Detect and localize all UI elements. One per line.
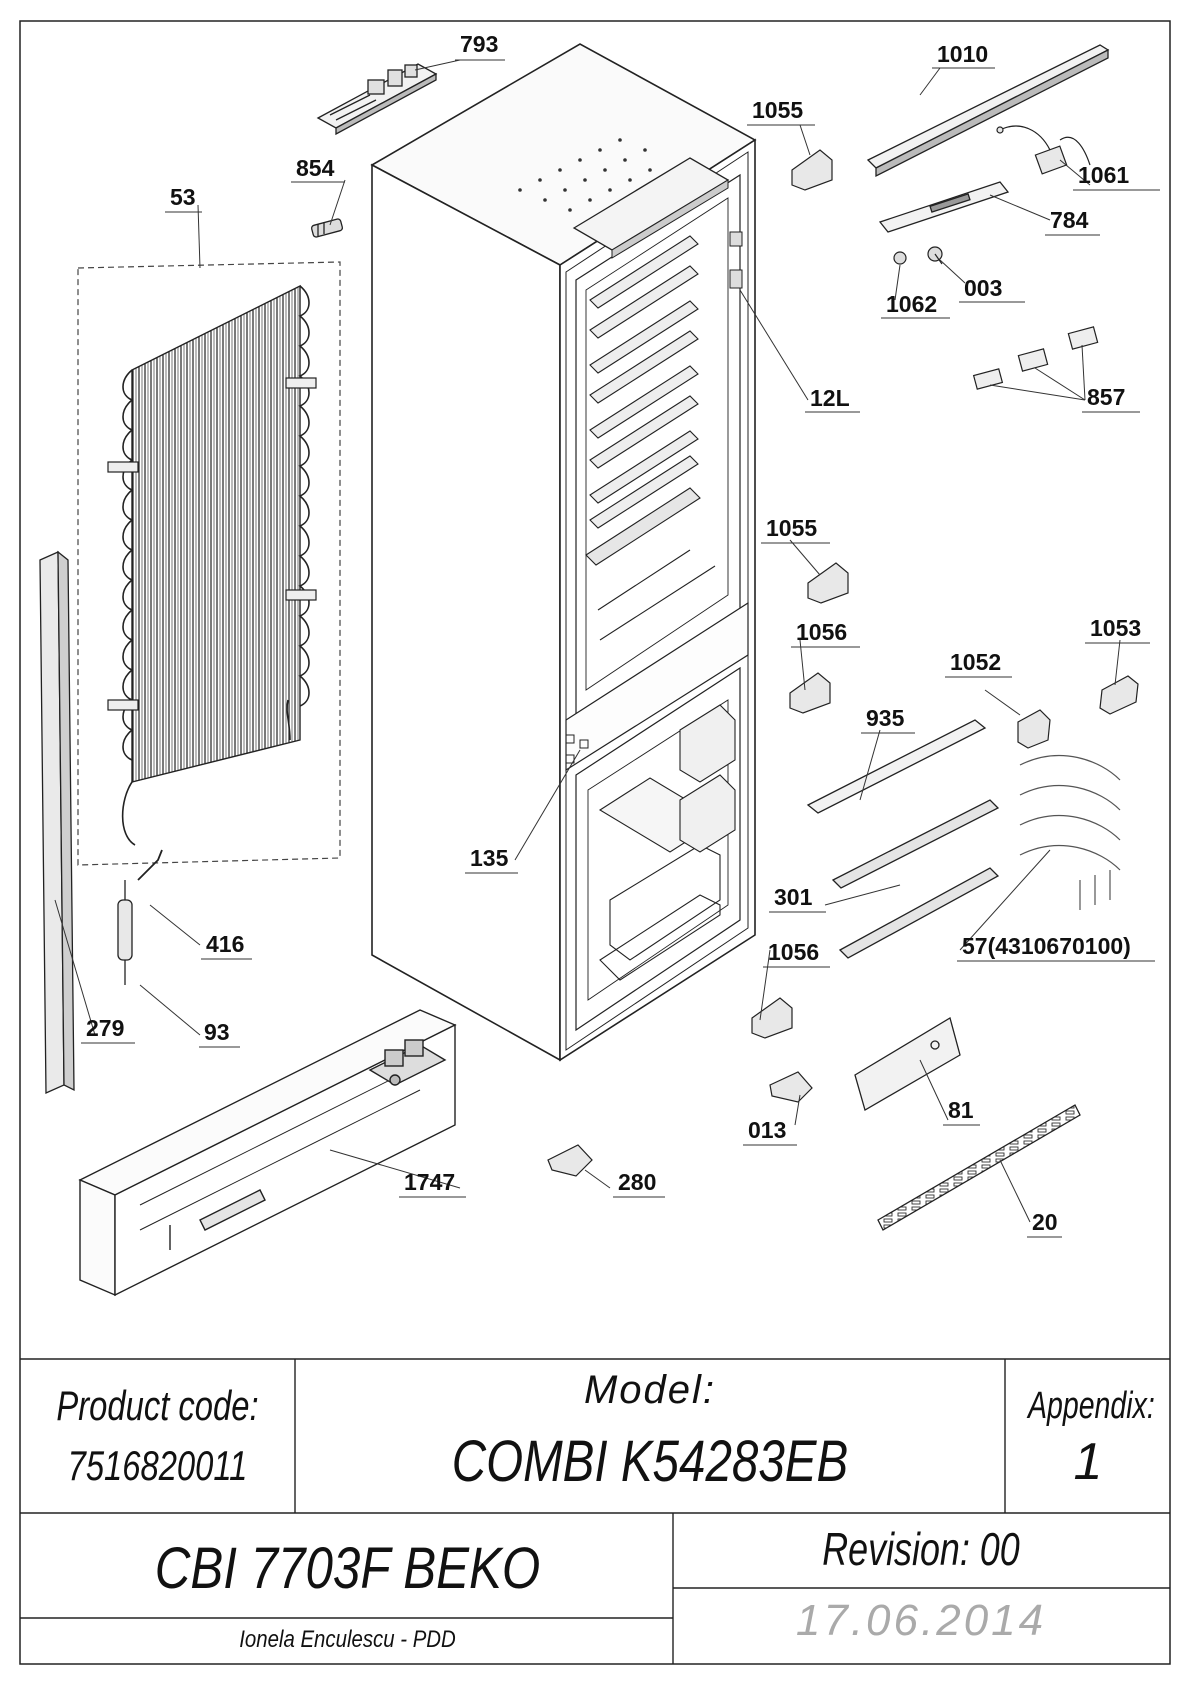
- part-label: 1747: [399, 1169, 466, 1198]
- title-block-grid: [20, 1358, 1170, 1664]
- svg-text:135: 135: [470, 845, 509, 871]
- svg-text:003: 003: [964, 275, 1002, 301]
- product-code-label: Product code:: [56, 1382, 259, 1429]
- appendix-label: Appendix:: [1028, 1385, 1155, 1427]
- part-label: 857: [1082, 384, 1140, 413]
- part-label: 854: [291, 155, 345, 183]
- part-label: 1056: [763, 939, 830, 968]
- svg-text:12L: 12L: [810, 385, 850, 411]
- capillary-part: [137, 849, 163, 881]
- svg-text:57(4310670100): 57(4310670100): [962, 933, 1131, 959]
- svg-text:1747: 1747: [404, 1169, 455, 1195]
- cover-plate-part: [854, 1017, 961, 1111]
- evaporator-part: [1019, 755, 1121, 910]
- product-name: CBI 7703F BEKO: [154, 1536, 541, 1601]
- svg-text:1053: 1053: [1090, 615, 1141, 641]
- part-label: 1062: [881, 291, 950, 319]
- svg-text:1056: 1056: [796, 619, 847, 645]
- svg-text:1062: 1062: [886, 291, 937, 317]
- svg-text:784: 784: [1050, 207, 1089, 233]
- part-label: 935: [861, 705, 915, 734]
- part-label: 93: [199, 1019, 240, 1048]
- part-label: 12L: [805, 385, 860, 413]
- svg-text:793: 793: [460, 31, 498, 57]
- author: Ionela Enculescu - PDD: [239, 1626, 456, 1653]
- date: 17.06.2014: [795, 1596, 1047, 1645]
- part-label: 416: [201, 931, 252, 960]
- condenser-part: [77, 261, 341, 866]
- svg-text:416: 416: [206, 931, 244, 957]
- model-value: COMBI K54283EB: [451, 1429, 849, 1494]
- svg-text:1052: 1052: [950, 649, 1001, 675]
- side-strip-part: [39, 550, 75, 1094]
- part-label: 279: [81, 1015, 135, 1044]
- svg-text:1055: 1055: [766, 515, 817, 541]
- door-bar-part: [806, 719, 1000, 959]
- refrigerator-cabinet: [370, 43, 757, 1062]
- control-board-part: [316, 63, 438, 136]
- screw-part: [893, 246, 943, 265]
- filter-drier-part: [117, 880, 133, 985]
- svg-text:854: 854: [296, 155, 335, 181]
- svg-text:81: 81: [948, 1097, 974, 1123]
- svg-text:1055: 1055: [752, 97, 803, 123]
- part-label: 784: [1045, 207, 1100, 236]
- part-label: 013: [743, 1117, 797, 1146]
- part-label: 793: [455, 31, 505, 61]
- part-label: 1052: [945, 649, 1012, 678]
- page-border: [19, 20, 1171, 1665]
- svg-text:280: 280: [618, 1169, 656, 1195]
- part-label: 53: [165, 184, 202, 213]
- svg-text:935: 935: [866, 705, 905, 731]
- part-label: 1055: [747, 97, 815, 126]
- lamp-cover-part: [878, 181, 1010, 233]
- part-label: 135: [465, 845, 518, 874]
- svg-text:93: 93: [204, 1019, 230, 1045]
- appendix-value: 1: [1073, 1433, 1103, 1491]
- part-label: 301: [769, 884, 826, 913]
- part-labels: 793 1010 1055 854 53 1061 784 003 1062 8…: [81, 31, 1160, 1238]
- vent-grille-part: [877, 1104, 1081, 1231]
- svg-text:1010: 1010: [937, 41, 988, 67]
- svg-text:301: 301: [774, 884, 813, 910]
- part-label: 81: [943, 1097, 980, 1126]
- svg-text:1056: 1056: [768, 939, 819, 965]
- leader-lines: [54, 59, 1121, 1223]
- part-label: 280: [613, 1169, 665, 1198]
- part-label: 20: [1027, 1209, 1062, 1238]
- hinge-part: [547, 149, 1139, 1177]
- revision: Revision: 00: [822, 1523, 1020, 1575]
- clip-part: [972, 326, 1099, 390]
- part-label: 1053: [1085, 615, 1150, 644]
- svg-text:20: 20: [1032, 1209, 1058, 1235]
- product-code-value: 7516820011: [67, 1442, 248, 1489]
- part-label: 1055: [761, 515, 830, 544]
- svg-text:53: 53: [170, 184, 196, 210]
- part-label: 003: [959, 275, 1025, 303]
- part-label: 1010: [932, 41, 995, 69]
- svg-text:857: 857: [1087, 384, 1125, 410]
- svg-text:013: 013: [748, 1117, 786, 1143]
- svg-text:1061: 1061: [1078, 162, 1129, 188]
- part-label: 1061: [1073, 162, 1160, 191]
- part-label: 1056: [791, 619, 860, 648]
- top-rail-part: [866, 44, 1110, 178]
- drain-plug-part: [310, 218, 344, 238]
- base-tray-part: [78, 1009, 457, 1297]
- light-switch-part: [996, 125, 1091, 175]
- svg-text:279: 279: [86, 1015, 124, 1041]
- model-label: Model:: [583, 1368, 717, 1412]
- part-label: 57(4310670100): [957, 933, 1155, 962]
